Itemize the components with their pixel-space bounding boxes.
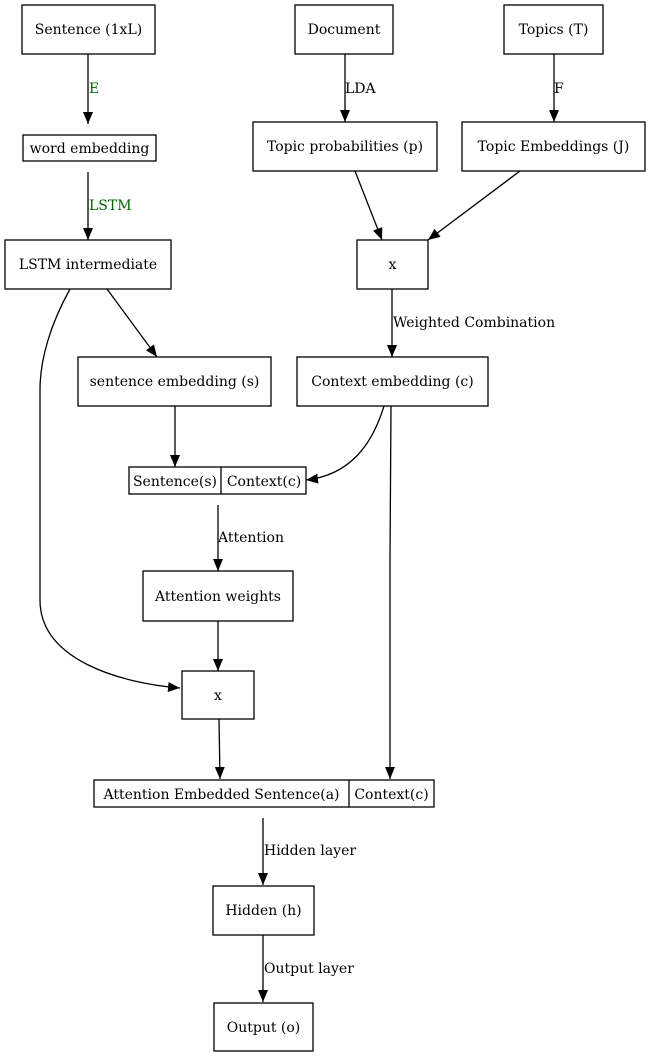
node-attention-weights: Attention weights [142,570,294,622]
node-multiply-topic: x [356,239,429,290]
node-concat-context-label: Context(c) [227,474,301,490]
node-multiply-attention: x [181,670,255,720]
node-sentence-embedding-label: sentence embedding (s) [90,374,260,390]
node-topics-label: Topics (T) [519,22,589,38]
node-sentence-embedding: sentence embedding (s) [77,356,272,407]
node-lstm-intermediate-label: LSTM intermediate [19,257,157,273]
edge-label-lstm: LSTM [89,198,132,214]
edge-label-e: E [89,81,99,97]
node-word-embedding: word embedding [22,134,157,162]
edge-label-weighted-combination: Weighted Combination [393,315,555,331]
node-hidden: Hidden (h) [212,885,315,936]
edge-context-embedding-to-concat [305,405,385,484]
edge-label-hidden-layer: Hidden layer [264,843,356,859]
node-sentence: Sentence (1xL) [21,4,156,55]
node-output: Output (o) [213,1002,314,1052]
node-multiply-topic-label: x [389,257,397,273]
node-document: Document [294,4,394,55]
node-topic-probabilities-label: Topic probabilities (p) [267,139,423,155]
edge-label-attention: Attention [217,530,284,546]
node-multiply-attention-label: x [214,688,222,704]
node-attention-weights-label: Attention weights [154,589,281,605]
node-output-label: Output (o) [227,1020,301,1036]
node-concat: Sentence(s) Context(c) [128,466,307,495]
edge-context-embedding-to-final-context [385,405,395,779]
nodes: Sentence (1xL) Document Topics (T) word … [4,4,646,1052]
node-lstm-intermediate: LSTM intermediate [4,239,172,290]
node-attention-embedded: Attention Embedded Sentence(a) Context(c… [93,779,435,808]
edge-multiply-to-attention-embedded [214,718,225,780]
node-word-embedding-label: word embedding [30,141,150,157]
node-context-embedding-label: Context embedding (c) [311,374,473,390]
node-hidden-label: Hidden (h) [225,903,301,919]
edge-label-f: F [554,81,564,97]
node-topics: Topics (T) [503,4,604,55]
edge-lstm-to-attention-multiply [39,288,181,692]
node-final-context-label: Context(c) [354,787,428,803]
edge-labels: E LDA F LSTM Weighted Combination Attent… [89,81,564,977]
node-context-embedding: Context embedding (c) [296,356,489,407]
node-topic-embeddings-label: Topic Embeddings (J) [478,139,630,155]
edge-topic-embeddings-to-multiply [427,170,521,241]
node-concat-sentence-label: Sentence(s) [133,474,217,490]
edge-lstm-to-sentence-embedding [106,288,158,358]
node-sentence-label: Sentence (1xL) [35,22,142,38]
node-attention-embedded-sentence-label: Attention Embedded Sentence(a) [103,787,340,803]
node-topic-embeddings: Topic Embeddings (J) [461,121,646,172]
edge-topic-probabilities-to-multiply [354,170,383,241]
edge-label-output-layer: Output layer [264,961,354,977]
node-topic-probabilities: Topic probabilities (p) [252,121,438,172]
edges [39,54,559,1002]
edge-label-lda: LDA [345,81,377,97]
node-document-label: Document [308,22,381,38]
